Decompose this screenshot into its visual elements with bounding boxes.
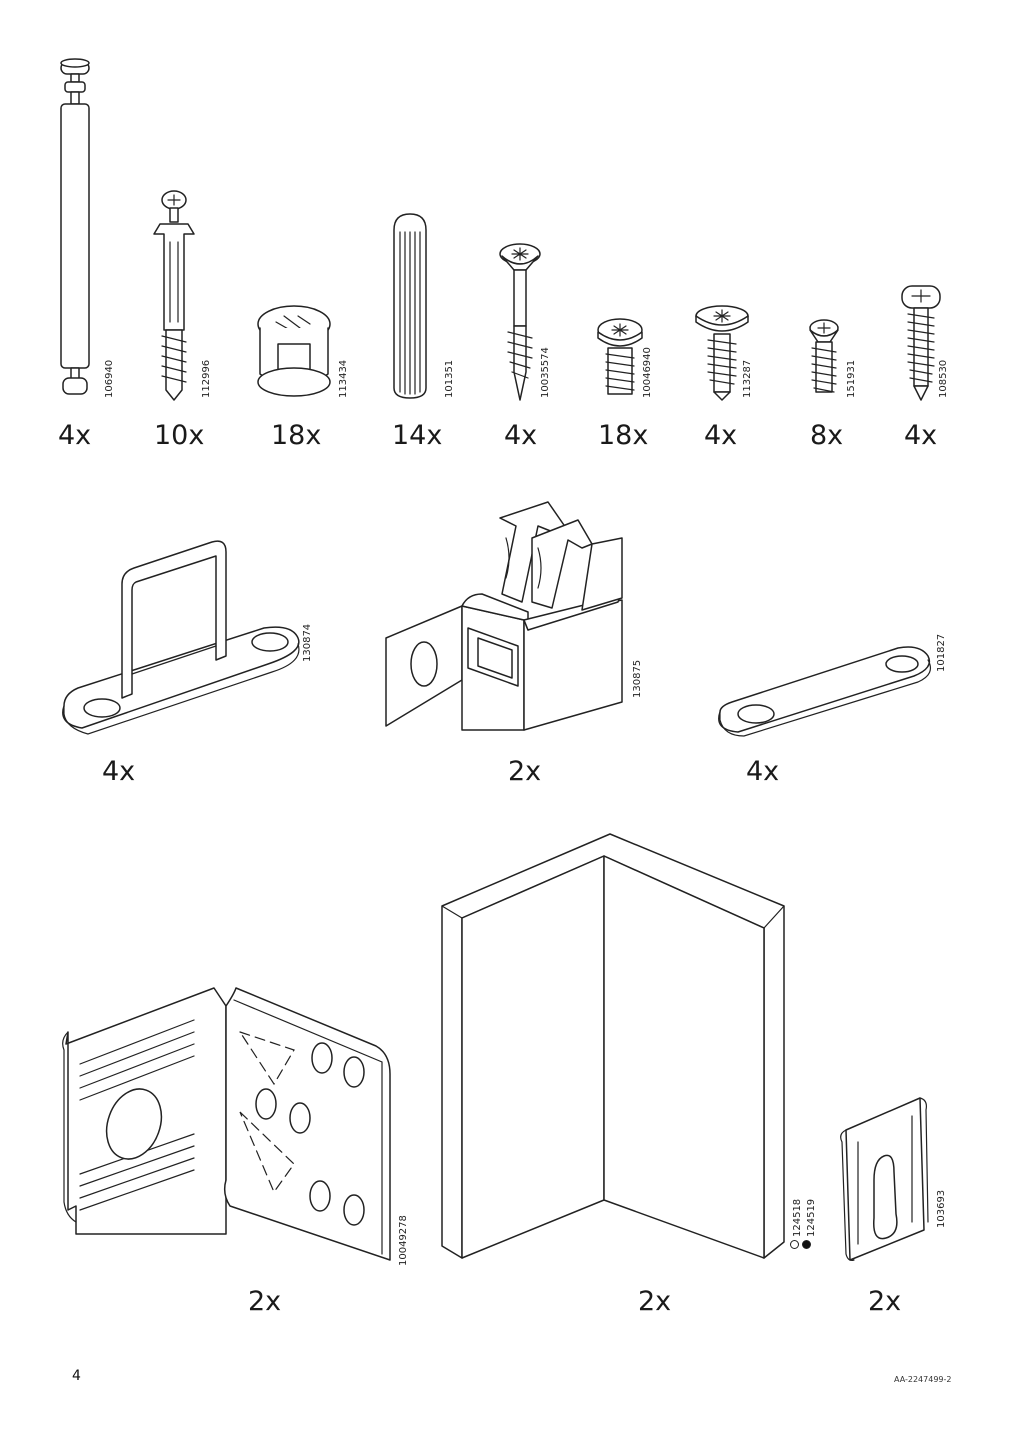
part-quantity: 4x [58,420,92,451]
part-code: 124518 [792,1198,803,1237]
document-id: AA-2247499-2 [894,1375,952,1384]
dowel-pin-icon [55,58,105,405]
connector-plate-icon [714,640,934,740]
part-quantity: 2x [508,756,542,787]
flange-screw-icon [694,304,750,401]
small-screw-icon [806,318,846,398]
part-quantity: 18x [271,420,322,451]
countersunk-screw-icon [498,242,542,402]
part-quantity: 14x [392,420,443,451]
cam-bolt-icon [150,190,202,402]
wooden-dowel-icon [390,212,436,400]
wall-hanger-icon [838,1094,930,1266]
part-quantity: 18x [598,420,649,451]
page-number: 4 [72,1368,81,1384]
angle-bracket-icon [54,984,394,1266]
part-code: 130874 [302,623,313,662]
part-quantity: 4x [504,420,538,451]
part-code: 10049278 [398,1215,409,1266]
part-code: 151931 [846,359,857,398]
white-circle-icon [790,1240,799,1249]
pan-head-screw-icon [898,282,948,402]
loop-bracket-icon [58,538,308,738]
black-circle-icon [802,1240,811,1249]
part-quantity: 2x [638,1286,672,1317]
part-code: 130875 [632,659,643,698]
part-code: 113434 [338,359,349,398]
short-screw-icon [596,318,646,400]
cam-lock-nut-icon [254,302,334,398]
part-quantity: 4x [746,756,780,787]
corner-panel-icon [438,832,788,1264]
part-code: 108530 [938,359,949,398]
part-quantity: 4x [102,756,136,787]
part-code: 113287 [742,359,753,398]
part-code: 112996 [201,359,212,398]
part-quantity: 2x [868,1286,902,1317]
part-code: 101351 [444,359,455,398]
part-quantity: 4x [704,420,738,451]
part-quantity: 10x [154,420,205,451]
part-quantity: 2x [248,1286,282,1317]
part-quantity: 4x [904,420,938,451]
part-code: 106940 [104,359,115,398]
part-code: 101827 [936,633,947,672]
part-code: 124519 [806,1198,817,1237]
part-quantity: 8x [810,420,844,451]
clip-bracket-icon [382,498,632,734]
part-code: 103693 [936,1189,947,1228]
part-code: 10035574 [540,347,551,398]
part-code: 10046940 [642,347,653,398]
color-swatch-legend [790,1240,811,1249]
